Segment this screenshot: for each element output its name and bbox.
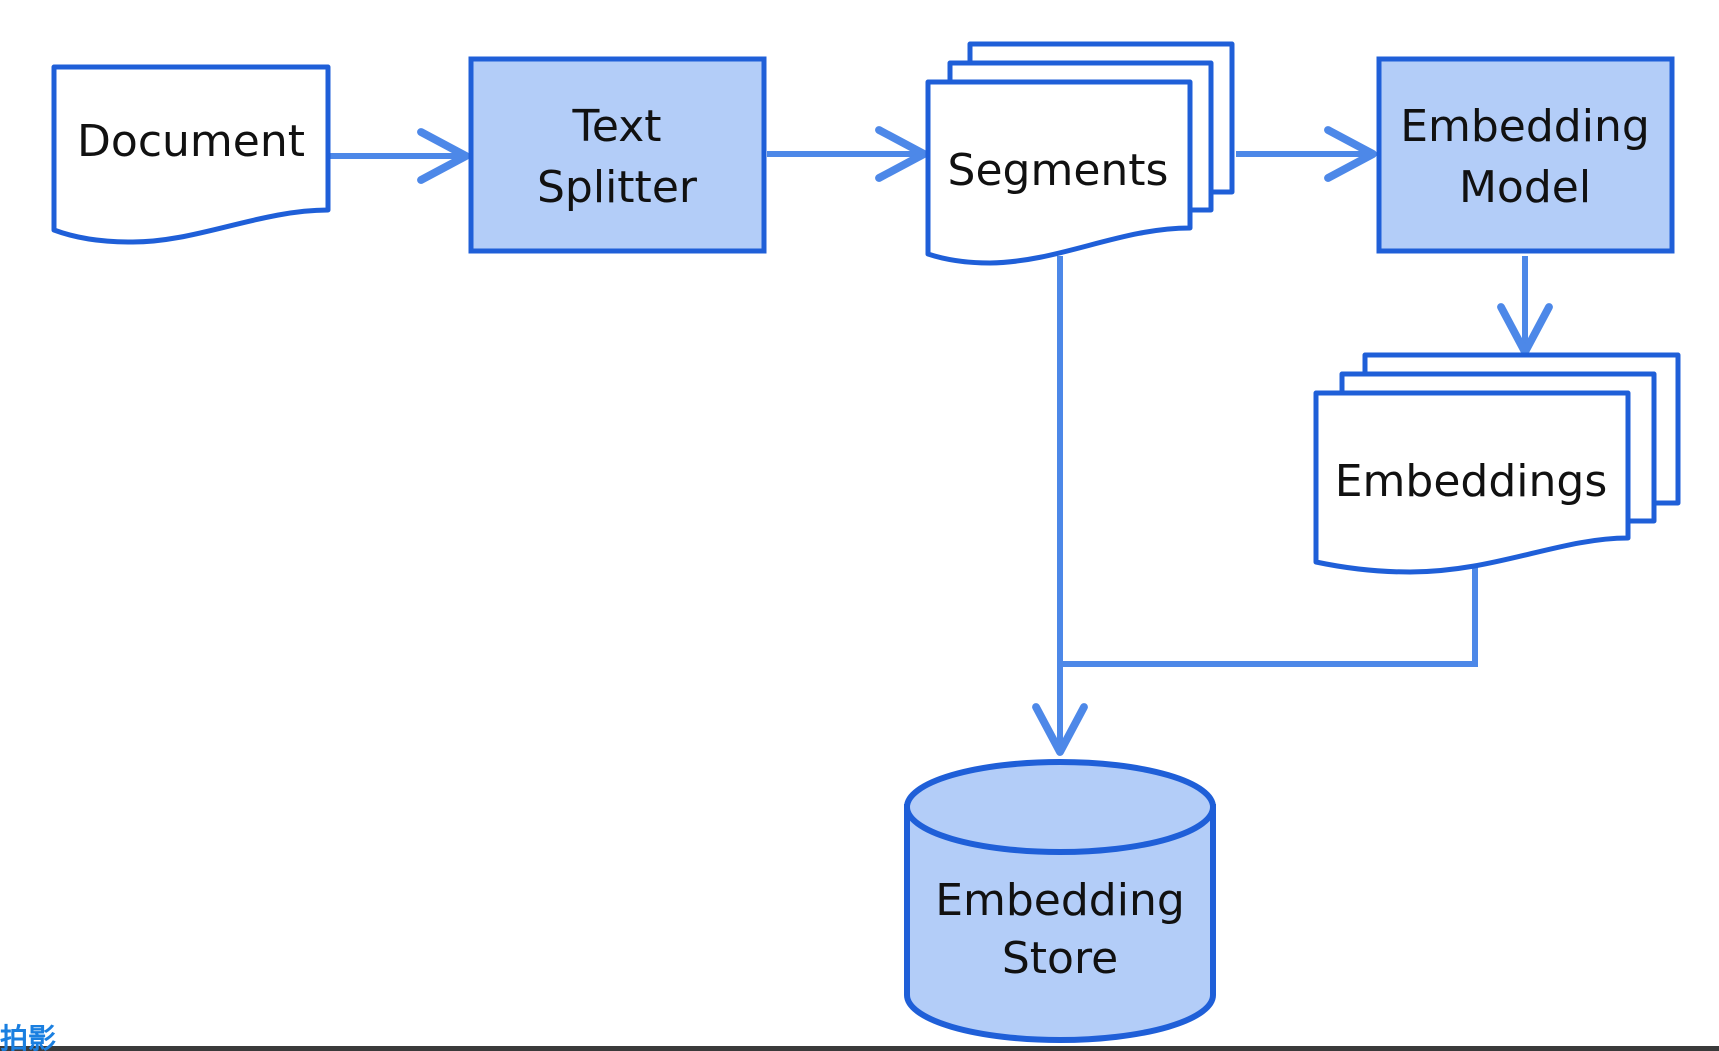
embeddings-label: Embeddings [1335,456,1608,507]
text-splitter-label-line2: Splitter [537,162,698,213]
document-shape [51,64,331,245]
embedding-model-label-line1: Embedding [1400,101,1650,152]
text-splitter-shape [468,56,767,254]
bottom-bar [0,1046,1719,1051]
segments-sheet-front [925,79,1193,266]
embeddings-sheet-front [1313,390,1631,575]
embedding-store-body [904,804,1216,1043]
embedding-store-label-line2: Store [1002,933,1118,984]
segments-label: Segments [948,145,1169,196]
embedding-model-shape [1376,56,1675,254]
document-node: Document [51,64,331,245]
edge-embeddings-to-embedding-store [1060,566,1478,667]
text-splitter-label-line1: Text [572,101,662,152]
segments-node: Segments [925,41,1235,266]
embeddings-node: Embeddings [1313,352,1681,575]
corner-watermark: 拍影 [0,1022,56,1051]
document-label: Document [77,116,305,167]
embedding-model-node: Embedding Model [1376,56,1675,254]
connectors [329,126,1553,756]
embedding-store-node: Embedding Store [904,759,1216,1043]
embedding-model-label-line2: Model [1459,162,1591,213]
text-splitter-node: Text Splitter [468,56,767,254]
embedding-store-top [904,759,1216,855]
embedding-store-label-line1: Embedding [935,875,1185,926]
